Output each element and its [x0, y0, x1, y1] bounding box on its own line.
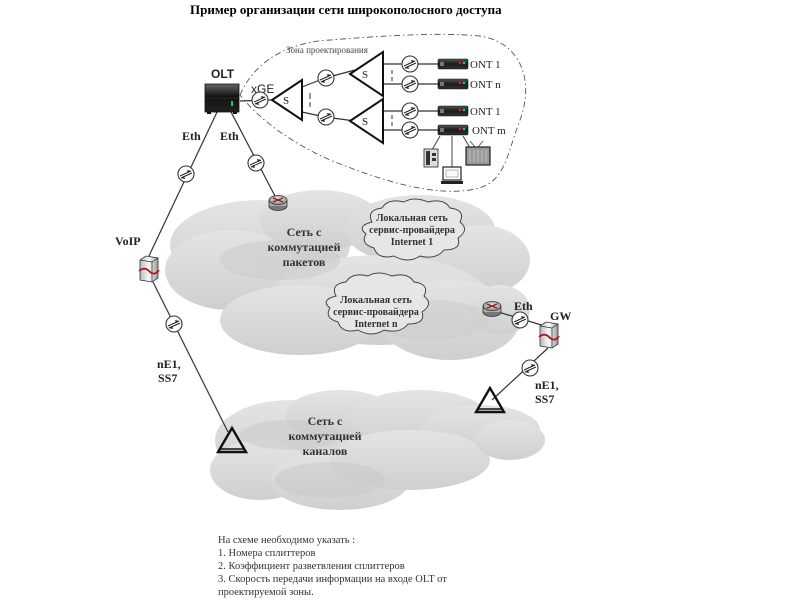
ne1-label: nE1, — [535, 378, 559, 392]
ss7-label: SS7 — [158, 371, 177, 385]
notes-heading: На схеме необходимо указать : — [218, 535, 356, 546]
svg-text:S: S — [362, 69, 368, 81]
circuit-network-label: Сеть с коммутацией каналов — [289, 414, 362, 458]
eth-gw-label: Eth — [514, 299, 533, 313]
ont-label: ONT m — [472, 125, 506, 137]
converter-icon — [401, 55, 419, 73]
design-zone-boundary — [239, 33, 527, 192]
ont-label: ONT 1 — [470, 59, 501, 71]
circuit-network-cloud — [210, 390, 545, 510]
converter-icon — [317, 108, 335, 126]
splitter-1[interactable]: S — [270, 78, 303, 122]
ne1-label: nE1, — [157, 357, 181, 371]
voip-label: VoIP — [115, 234, 141, 248]
converter-icon — [317, 69, 335, 87]
phone-icon — [423, 148, 439, 168]
provider-n-cloud — [325, 272, 429, 335]
branch-markers — [309, 70, 393, 126]
svg-text:Internet 1: Internet 1 — [391, 237, 434, 248]
instructions-note: На схеме необходимо указать : 1. Номера … — [218, 534, 447, 599]
ont-label: ONT 1 — [470, 106, 501, 118]
converter-icon — [401, 121, 419, 139]
converter-icon-xge — [251, 91, 269, 109]
voip-server[interactable] — [138, 255, 160, 283]
svg-text:сервис-провайдера: сервис-провайдера — [333, 307, 419, 318]
eth-link-label: Eth — [220, 129, 239, 143]
svg-text:Сеть с: Сеть с — [308, 414, 343, 428]
notes-item: 2. Коэффициент разветвления сплиттеров — [218, 561, 405, 572]
svg-text:каналов: каналов — [303, 444, 348, 458]
svg-text:Internet n: Internet n — [354, 319, 397, 330]
pstn-switch-icon[interactable] — [474, 386, 506, 414]
ss7-label: SS7 — [535, 392, 554, 406]
provider-1-label: Локальная сеть сервис-провайдера Interne… — [369, 213, 455, 248]
ont-device-1[interactable] — [437, 58, 469, 70]
splitter-2[interactable]: S — [348, 50, 384, 98]
svg-text:Локальная сеть: Локальная сеть — [340, 295, 412, 306]
provider-1-cloud — [361, 198, 465, 261]
router-icon[interactable] — [482, 300, 502, 318]
design-zone-label: Зона проектирования — [286, 45, 368, 55]
tv-icon — [465, 140, 491, 166]
converter-icon — [511, 311, 529, 329]
ont-label: ONT n — [470, 79, 501, 91]
svg-text:коммутацией: коммутацией — [268, 240, 341, 254]
notes-item: проектируемой зоны. — [218, 587, 314, 598]
converter-icon — [247, 154, 265, 172]
svg-text:S: S — [283, 95, 289, 107]
eth-link-label: Eth — [182, 129, 201, 143]
ont-device-n[interactable] — [437, 78, 469, 90]
diagram-title: Пример организации сети широкополосного … — [190, 2, 502, 17]
olt-device[interactable] — [204, 83, 240, 114]
svg-text:S: S — [362, 116, 368, 128]
computer-icon — [441, 166, 463, 184]
notes-item: 3. Скорость передачи информации на входе… — [218, 574, 447, 585]
converter-icon — [401, 102, 419, 120]
ont-device-m[interactable] — [437, 124, 469, 136]
converter-icon — [401, 75, 419, 93]
svg-text:Локальная сеть: Локальная сеть — [376, 213, 448, 224]
olt-label: OLT — [211, 67, 235, 81]
svg-text:Сеть с: Сеть с — [287, 225, 322, 239]
gw-label: GW — [550, 309, 571, 323]
router-icon[interactable] — [268, 194, 288, 212]
svg-text:пакетов: пакетов — [283, 255, 326, 269]
packet-network-cloud — [165, 190, 530, 360]
converter-icon — [165, 315, 183, 333]
notes-item: 1. Номера сплиттеров — [218, 548, 316, 559]
gateway-server[interactable] — [538, 321, 560, 349]
ont-device-1b[interactable] — [437, 105, 469, 117]
splitter-3[interactable]: S — [348, 97, 384, 145]
svg-text:коммутацией: коммутацией — [289, 429, 362, 443]
packet-network-label: Сеть с коммутацией пакетов — [268, 225, 341, 269]
svg-text:сервис-провайдера: сервис-провайдера — [369, 225, 455, 236]
converter-icon — [177, 165, 195, 183]
converter-icon — [521, 359, 539, 377]
provider-n-label: Локальная сеть сервис-провайдера Interne… — [333, 295, 419, 330]
